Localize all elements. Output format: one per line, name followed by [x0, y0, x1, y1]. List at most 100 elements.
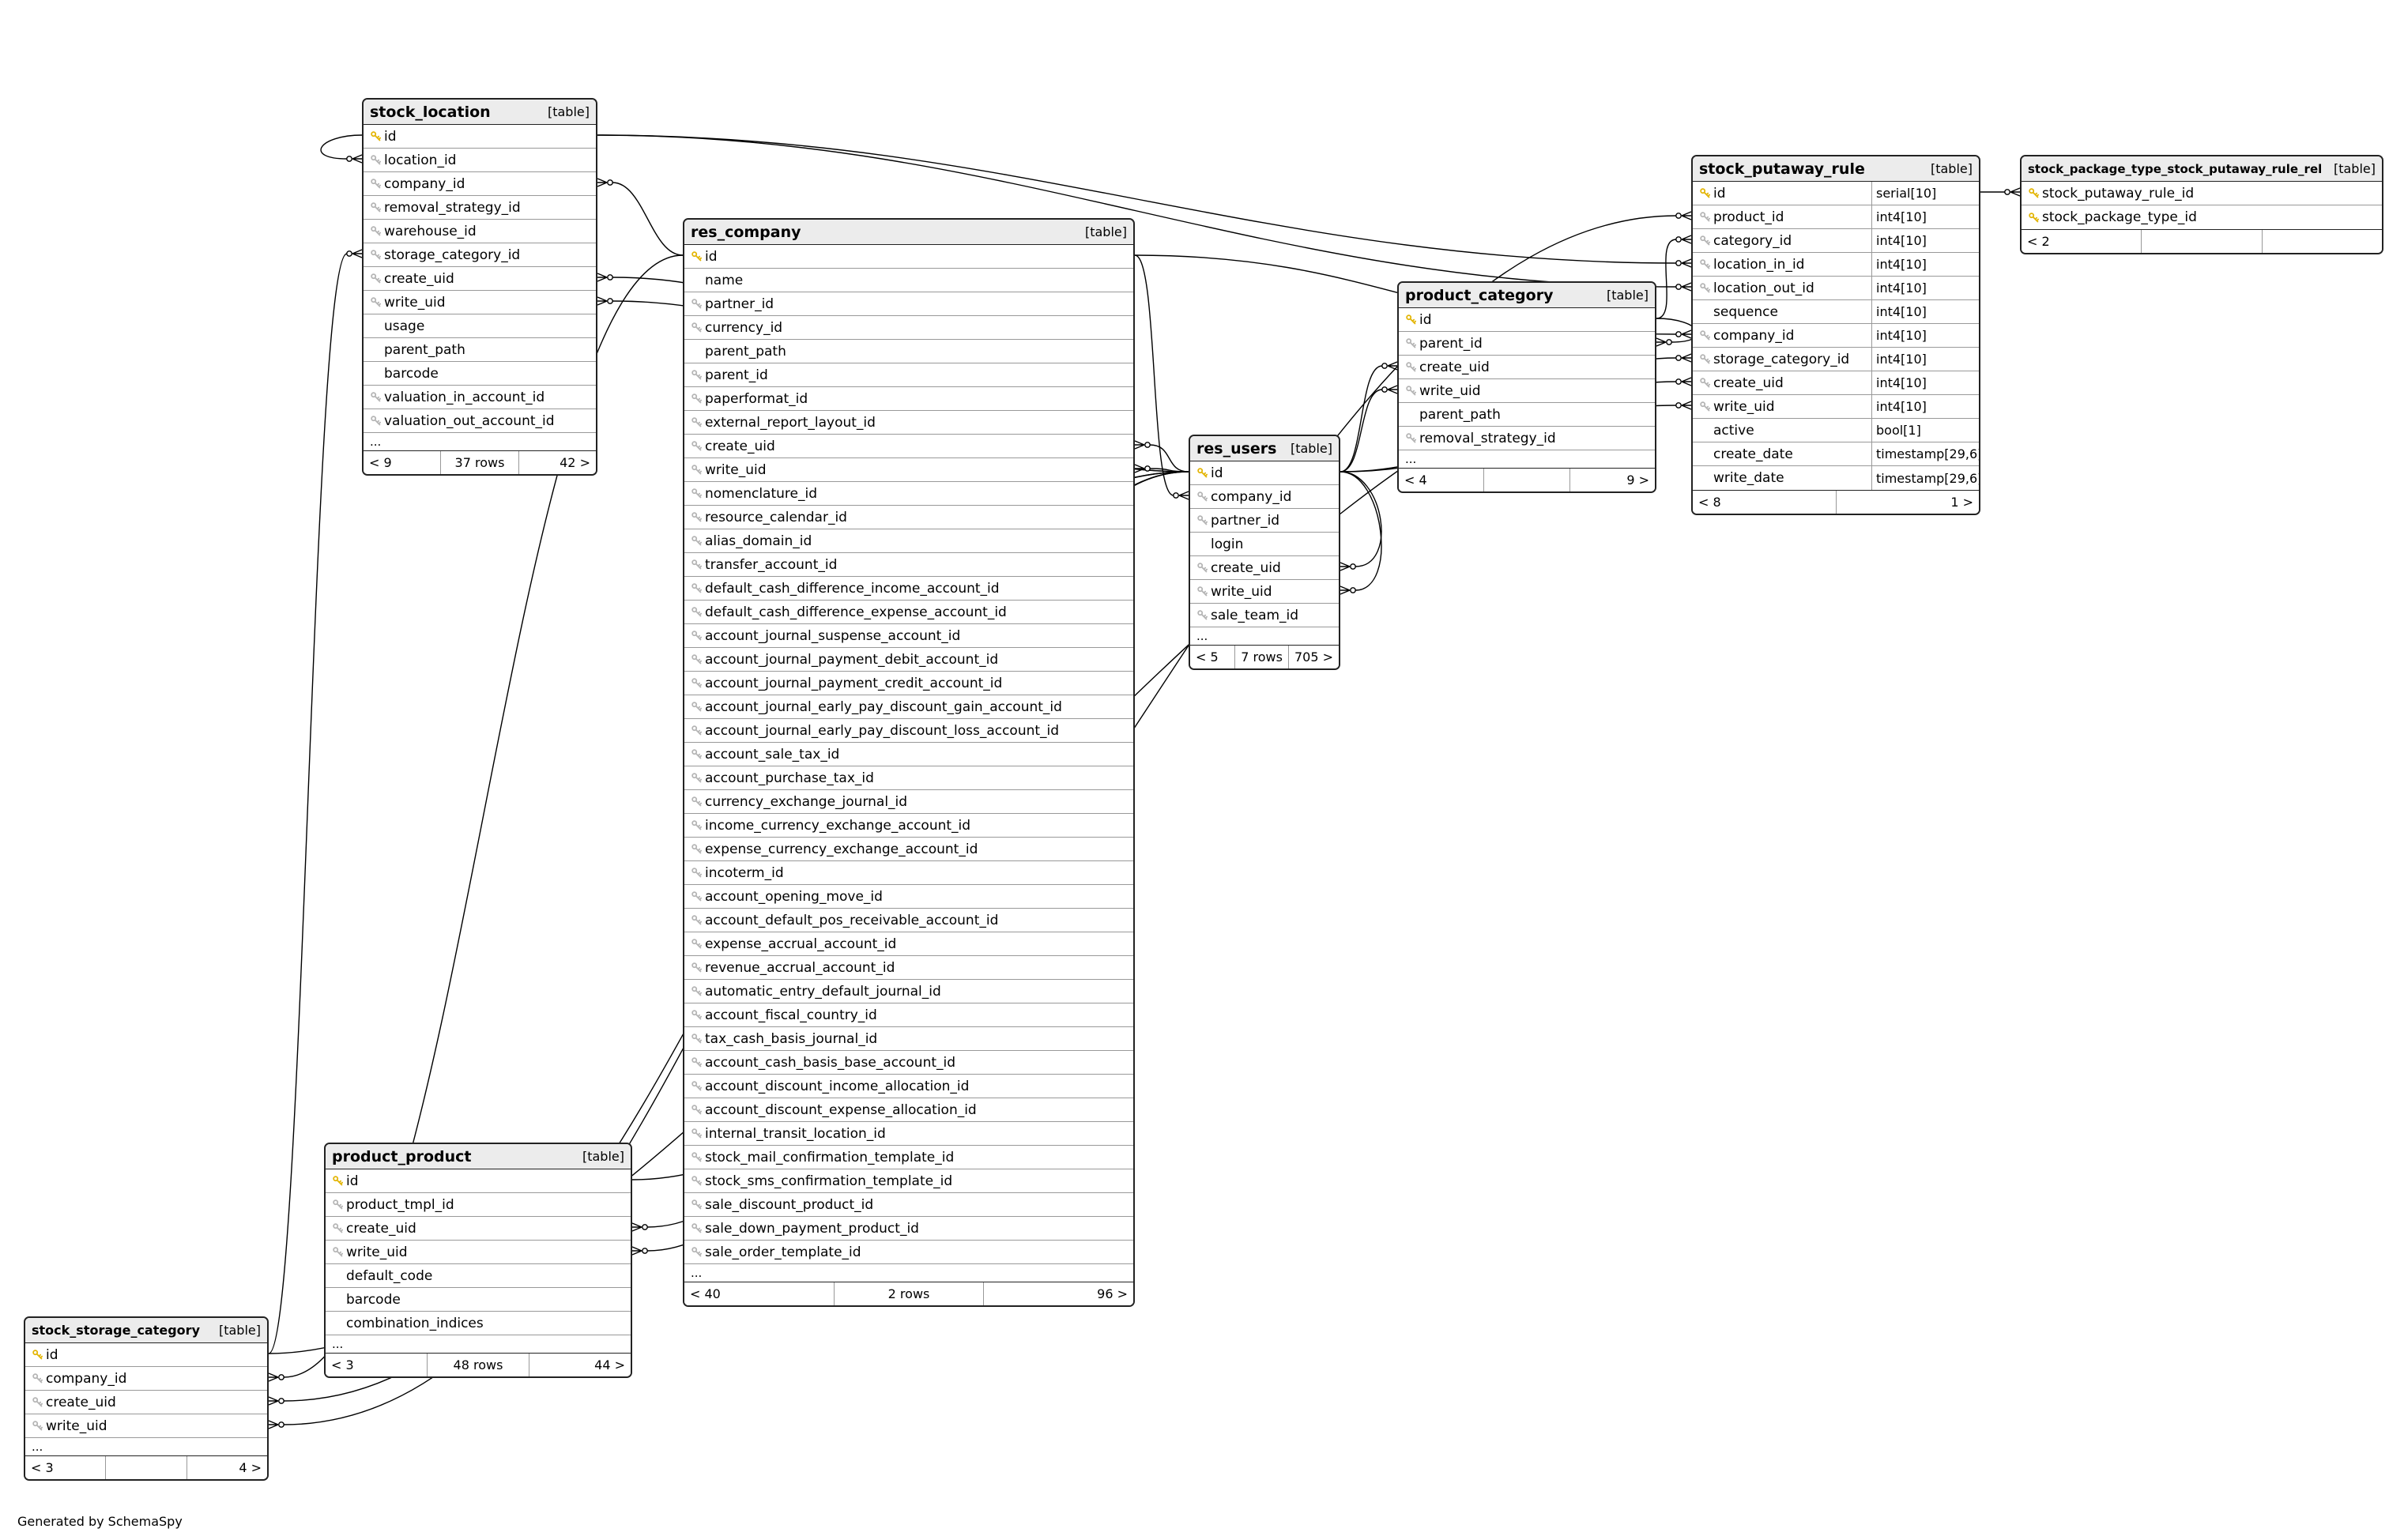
column-row-sale_order_template_id[interactable]: sale_order_template_id [684, 1241, 1133, 1264]
column-row-create_uid[interactable]: create_uid [25, 1391, 267, 1414]
column-row-sale_down_payment_product_id[interactable]: sale_down_payment_product_id [684, 1217, 1133, 1241]
column-row-stock_sms_confirmation_template_id[interactable]: stock_sms_confirmation_template_id [684, 1169, 1133, 1193]
column-row-sale_team_id[interactable]: sale_team_id [1190, 604, 1339, 627]
column-row-location_id[interactable]: location_id [364, 149, 596, 172]
column-row-sale_discount_product_id[interactable]: sale_discount_product_id [684, 1193, 1133, 1217]
column-row-id[interactable]: id [1190, 461, 1339, 485]
column-row-write_uid[interactable]: write_uid [684, 458, 1133, 482]
column-row-default_cash_difference_expense_account_id[interactable]: default_cash_difference_expense_account_… [684, 601, 1133, 624]
column-row-barcode[interactable]: barcode [364, 362, 596, 386]
column-row-company_id[interactable]: company_id [364, 172, 596, 196]
column-row-account_purchase_tax_id[interactable]: account_purchase_tax_id [684, 766, 1133, 790]
column-row-name[interactable]: name [684, 269, 1133, 292]
column-row-write_uid[interactable]: write_uid [25, 1414, 267, 1438]
column-row-income_currency_exchange_account_id[interactable]: income_currency_exchange_account_id [684, 814, 1133, 838]
column-row-currency_exchange_journal_id[interactable]: currency_exchange_journal_id [684, 790, 1133, 814]
column-row-write_uid[interactable]: write_uid [1399, 379, 1655, 403]
column-row-combination_indices[interactable]: combination_indices [326, 1312, 631, 1335]
column-row-stock_putaway_rule_id[interactable]: stock_putaway_rule_id [2022, 182, 2382, 205]
column-row-parent_path[interactable]: parent_path [1399, 403, 1655, 427]
column-row-partner_id[interactable]: partner_id [684, 292, 1133, 316]
column-row-id[interactable]: id [684, 245, 1133, 269]
column-row-incoterm_id[interactable]: incoterm_id [684, 861, 1133, 885]
column-row-stock_package_type_id[interactable]: stock_package_type_id [2022, 205, 2382, 229]
column-row-automatic_entry_default_journal_id[interactable]: automatic_entry_default_journal_id [684, 980, 1133, 1003]
column-row-stock_mail_confirmation_template_id[interactable]: stock_mail_confirmation_template_id [684, 1146, 1133, 1169]
column-row-login[interactable]: login [1190, 533, 1339, 556]
column-row-valuation_in_account_id[interactable]: valuation_in_account_id [364, 386, 596, 409]
column-row-expense_accrual_account_id[interactable]: expense_accrual_account_id [684, 932, 1133, 956]
column-row-account_default_pos_receivable_account_id[interactable]: account_default_pos_receivable_account_i… [684, 909, 1133, 932]
column-row-partner_id[interactable]: partner_id [1190, 509, 1339, 533]
column-row-id[interactable]: id [364, 125, 596, 149]
column-row-company_id[interactable]: company_id [25, 1367, 267, 1391]
column-row-resource_calendar_id[interactable]: resource_calendar_id [684, 506, 1133, 529]
column-row-create_uid[interactable]: create_uid [1190, 556, 1339, 580]
column-row-storage_category_id[interactable]: storage_category_id [364, 243, 596, 267]
column-row-tax_cash_basis_journal_id[interactable]: tax_cash_basis_journal_id [684, 1027, 1133, 1051]
column-row-transfer_account_id[interactable]: transfer_account_id [684, 553, 1133, 577]
column-row-external_report_layout_id[interactable]: external_report_layout_id [684, 411, 1133, 435]
column-row-create_uid[interactable]: create_uid [1399, 356, 1655, 379]
column-row-account_fiscal_country_id[interactable]: account_fiscal_country_id [684, 1003, 1133, 1027]
column-row-internal_transit_location_id[interactable]: internal_transit_location_id [684, 1122, 1133, 1146]
column-row-currency_id[interactable]: currency_id [684, 316, 1133, 340]
column-row-account_journal_payment_credit_account_id[interactable]: account_journal_payment_credit_account_i… [684, 672, 1133, 695]
column-row-account_journal_early_pay_discount_gain_account_id[interactable]: account_journal_early_pay_discount_gain_… [684, 695, 1133, 719]
column-row-account_journal_payment_debit_account_id[interactable]: account_journal_payment_debit_account_id [684, 648, 1133, 672]
column-row-company_id[interactable]: company_id [1190, 485, 1339, 509]
column-row-default_code[interactable]: default_code [326, 1264, 631, 1288]
column-row-warehouse_id[interactable]: warehouse_id [364, 220, 596, 243]
column-row-revenue_accrual_account_id[interactable]: revenue_accrual_account_id [684, 956, 1133, 980]
column-row-parent_id[interactable]: parent_id [1399, 332, 1655, 356]
column-row-account_discount_expense_allocation_id[interactable]: account_discount_expense_allocation_id [684, 1098, 1133, 1122]
column-row-account_journal_suspense_account_id[interactable]: account_journal_suspense_account_id [684, 624, 1133, 648]
column-row-usage[interactable]: usage [364, 314, 596, 338]
column-row-account_opening_move_id[interactable]: account_opening_move_id [684, 885, 1133, 909]
column-row-account_cash_basis_base_account_id[interactable]: account_cash_basis_base_account_id [684, 1051, 1133, 1075]
column-row-account_discount_income_allocation_id[interactable]: account_discount_income_allocation_id [684, 1075, 1133, 1098]
column-row-write_uid[interactable]: write_uid [326, 1241, 631, 1264]
column-row-write_uid[interactable]: write_uid [1190, 580, 1339, 604]
column-row-parent_path[interactable]: parent_path [364, 338, 596, 362]
column-row-account_journal_early_pay_discount_loss_account_id[interactable]: account_journal_early_pay_discount_loss_… [684, 719, 1133, 743]
column-row-create_uid[interactable]: create_uid [326, 1217, 631, 1241]
column-row-barcode[interactable]: barcode [326, 1288, 631, 1312]
column-row-write_uid[interactable]: write_uid [364, 291, 596, 314]
column-row-id[interactable]: id [25, 1343, 267, 1367]
column-row-create_uid[interactable]: create_uid [364, 267, 596, 291]
column-row-id[interactable]: id [326, 1169, 631, 1193]
column-row-removal_strategy_id[interactable]: removal_strategy_id [364, 196, 596, 220]
column-row-removal_strategy_id[interactable]: removal_strategy_id [1399, 427, 1655, 450]
column-row-nomenclature_id[interactable]: nomenclature_id [684, 482, 1133, 506]
column-row-account_sale_tax_id[interactable]: account_sale_tax_id [684, 743, 1133, 766]
column-row-parent_id[interactable]: parent_id [684, 363, 1133, 387]
column-row-valuation_out_account_id[interactable]: valuation_out_account_id [364, 409, 596, 433]
column-row-expense_currency_exchange_account_id[interactable]: expense_currency_exchange_account_id [684, 838, 1133, 861]
table-stock_package_type_stock_putaway_rule_rel[interactable]: stock_package_type_stock_putaway_rule_re… [2020, 155, 2383, 254]
column-row-id[interactable]: id [1399, 308, 1655, 332]
column-row-alias_domain_id[interactable]: alias_domain_id [684, 529, 1133, 553]
column-row-product_tmpl_id[interactable]: product_tmpl_id [326, 1193, 631, 1217]
column-row-create_uid[interactable]: create_uid [684, 435, 1133, 458]
column-row-default_cash_difference_income_account_id[interactable]: default_cash_difference_income_account_i… [684, 577, 1133, 601]
